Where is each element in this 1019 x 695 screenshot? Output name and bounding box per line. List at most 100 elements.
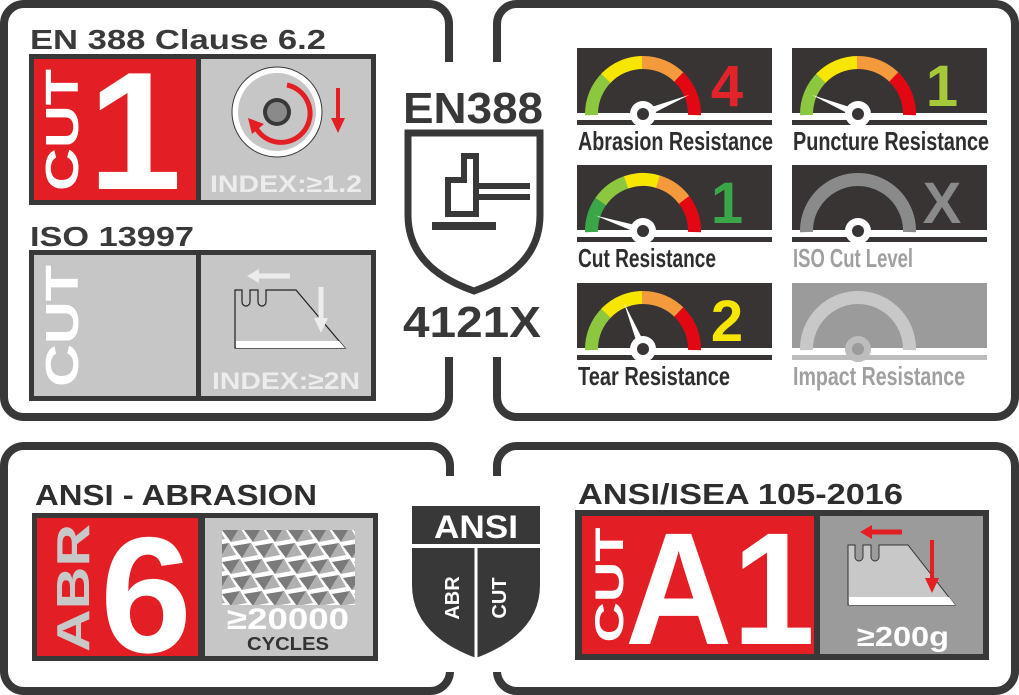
- mesh-cell: [308, 575, 324, 590]
- gauge-segment: [828, 291, 888, 311]
- mesh-cell: [330, 575, 346, 590]
- mesh-cell: [244, 591, 262, 605]
- mesh-cell: [233, 575, 251, 590]
- mesh-cell: [277, 575, 295, 590]
- mesh-cell: [396, 607, 412, 622]
- mesh-cell: [297, 559, 313, 574]
- ansi-badge-abr: ABR: [442, 576, 464, 620]
- gauge-segment: [601, 55, 645, 83]
- abrasion-level-value: 6: [100, 503, 192, 687]
- mesh-cell: [222, 533, 225, 540]
- ansi-cut-label: CUT: [588, 528, 632, 643]
- gauge-segment: [828, 172, 860, 193]
- mesh-cell: [385, 527, 401, 542]
- mesh-cell: [343, 544, 355, 558]
- mesh-cell: [407, 623, 423, 638]
- gauge-label: ISO Cut Level: [793, 243, 913, 273]
- mesh-cell: [288, 591, 306, 605]
- gauge-hub-center: [852, 225, 864, 237]
- en388-cut-box: CUT 1 INDEX:≥1.2: [29, 37, 376, 225]
- gauge-label: Puncture Resistance: [793, 126, 989, 156]
- ansi-shield-badge: ANSI ABR CUT: [412, 506, 540, 660]
- cut-label: CUT: [36, 69, 88, 191]
- en388-badge-title: EN388: [403, 84, 543, 133]
- iso13997-title: ISO 13997: [30, 221, 194, 252]
- gauge-segment: [584, 72, 612, 116]
- mesh-cell: [288, 559, 306, 574]
- gauge-hub-center: [637, 225, 649, 237]
- mesh-cell: [222, 575, 236, 590]
- gauge-segment: [641, 290, 685, 318]
- mesh-cell: [341, 530, 355, 542]
- mesh-cell: [376, 591, 394, 606]
- abr-label: ABR: [47, 524, 99, 652]
- ansi-cut-box: CUT A1 ≥200g: [575, 499, 989, 678]
- gauge-segment: [799, 298, 837, 351]
- mesh-cell: [396, 639, 412, 654]
- mesh-cell: [310, 591, 328, 605]
- mesh-cell: [332, 495, 350, 510]
- mesh-cell: [385, 559, 401, 574]
- ansi-cut-level-value: A1: [625, 499, 815, 678]
- ansi-abrasion-title: ANSI - ABRASION: [35, 480, 317, 512]
- abrasion-cycles-value: ≥20000: [227, 603, 349, 636]
- en388-code: 4121X: [403, 298, 541, 347]
- mesh-cell: [253, 591, 269, 605]
- mesh-cell: [297, 530, 313, 542]
- mesh-cell: [341, 591, 355, 605]
- gauge-segment: [879, 298, 917, 351]
- mesh-cell: [409, 639, 427, 654]
- cut-index-value: INDEX:≥1.2: [210, 171, 362, 198]
- mesh-cell: [264, 575, 280, 590]
- gauge-baseline: [577, 355, 772, 360]
- mesh-cell: [376, 559, 394, 574]
- mesh-cell: [354, 495, 372, 510]
- mesh-cell: [286, 575, 302, 590]
- mesh-cell: [222, 530, 239, 542]
- mesh-cell: [550, 639, 566, 654]
- gauge-segment: [624, 172, 662, 189]
- mesh-cell: [352, 553, 355, 558]
- mesh-cell: [418, 639, 434, 654]
- mesh-cell: [343, 576, 355, 590]
- gauge-segment: [656, 175, 691, 206]
- gauge-segment: [595, 175, 630, 206]
- gauge-segment: [799, 72, 827, 116]
- abrasion-mesh-icon: [222, 495, 566, 654]
- mesh-cell: [244, 559, 262, 574]
- mesh-cell: [253, 559, 269, 574]
- mesh-cell: [341, 495, 357, 510]
- ansi-abrasion-box: ABR 6 ≥20000 CYCLES: [32, 495, 566, 687]
- gauge-segment: [889, 72, 917, 116]
- gauge-hub-center: [852, 108, 864, 120]
- mesh-cell: [385, 623, 401, 638]
- mesh-cell: [321, 575, 339, 590]
- mesh-cell: [385, 591, 401, 606]
- mesh-cell: [319, 559, 335, 574]
- mesh-cell: [264, 543, 280, 558]
- mesh-cell: [319, 591, 335, 605]
- mesh-cell: [275, 591, 291, 605]
- mesh-cell: [299, 543, 317, 558]
- ansi-cut-load-value: ≥200g: [857, 621, 949, 652]
- mesh-cell: [266, 530, 283, 542]
- gauge-hub-center: [637, 343, 649, 355]
- mesh-cell: [321, 543, 339, 558]
- mesh-cell: [354, 561, 355, 564]
- mesh-cell: [541, 639, 559, 654]
- mesh-cell: [530, 623, 548, 638]
- mesh-cell: [352, 585, 355, 590]
- mesh-cell: [231, 559, 247, 574]
- gauge-segment: [584, 307, 612, 351]
- mesh-cell: [308, 543, 324, 558]
- mesh-cell: [222, 559, 240, 574]
- gauge-label: Abrasion Resistance: [578, 126, 773, 156]
- mesh-cell: [332, 530, 349, 542]
- mesh-cell: [222, 597, 225, 604]
- gauge-label: Tear Resistance: [578, 361, 730, 391]
- gauge-baseline: [577, 120, 772, 125]
